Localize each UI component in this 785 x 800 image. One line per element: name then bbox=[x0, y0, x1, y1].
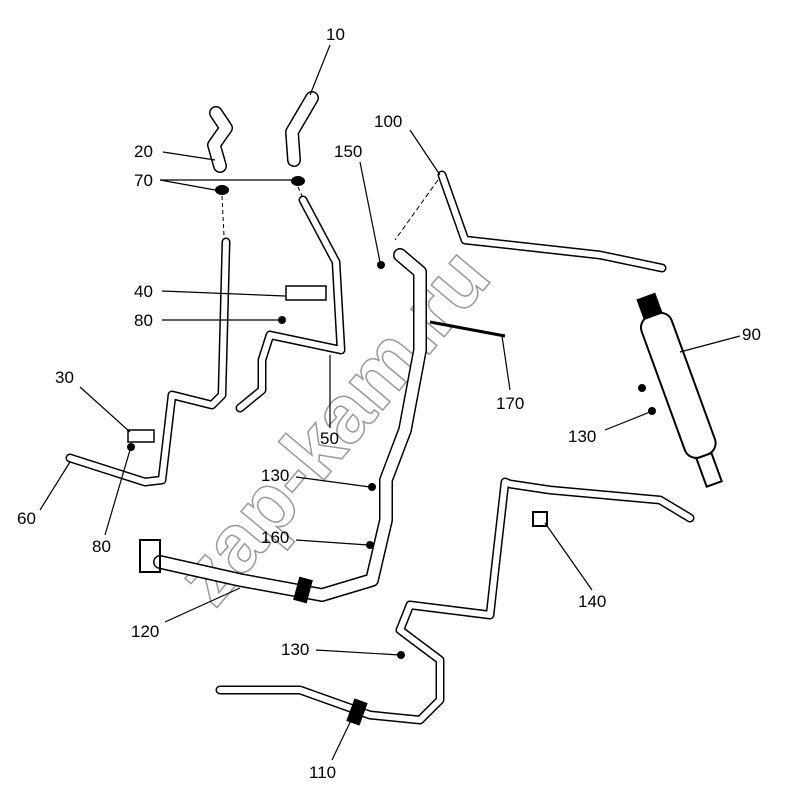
label-80b: 80 bbox=[92, 537, 111, 556]
tube-100 bbox=[394, 170, 667, 273]
label-90: 90 bbox=[742, 325, 761, 344]
label-10: 10 bbox=[326, 25, 345, 44]
label-130c: 130 bbox=[281, 640, 309, 659]
label-130b: 130 bbox=[261, 466, 289, 485]
callout-labels: 10 20 70 150 100 40 80 90 30 50 170 130 … bbox=[17, 25, 761, 782]
label-80a: 80 bbox=[134, 311, 153, 330]
label-120: 120 bbox=[131, 622, 159, 641]
leader-lines bbox=[39, 44, 741, 761]
hose-20 bbox=[207, 106, 233, 173]
line-170 bbox=[429, 320, 506, 338]
label-50: 50 bbox=[320, 429, 339, 448]
tube-60 bbox=[65, 237, 231, 487]
tube-50 bbox=[235, 195, 346, 413]
hose-10 bbox=[285, 91, 319, 167]
label-40: 40 bbox=[134, 282, 153, 301]
receiver-drier-90 bbox=[636, 292, 724, 488]
label-160: 160 bbox=[261, 528, 289, 547]
label-60: 60 bbox=[17, 509, 36, 528]
fasteners bbox=[127, 261, 656, 659]
hose-120 bbox=[139, 248, 427, 604]
label-130a: 130 bbox=[568, 427, 596, 446]
label-70: 70 bbox=[134, 171, 153, 190]
label-100: 100 bbox=[374, 112, 402, 131]
label-170: 170 bbox=[496, 394, 524, 413]
watermark: zap-kam.ru bbox=[159, 231, 507, 621]
label-140: 140 bbox=[578, 592, 606, 611]
label-150: 150 bbox=[334, 142, 362, 161]
label-30: 30 bbox=[55, 368, 74, 387]
clamp-70 bbox=[215, 176, 305, 237]
tube-140 bbox=[215, 477, 695, 726]
label-110: 110 bbox=[309, 763, 336, 782]
label-20: 20 bbox=[134, 142, 153, 161]
